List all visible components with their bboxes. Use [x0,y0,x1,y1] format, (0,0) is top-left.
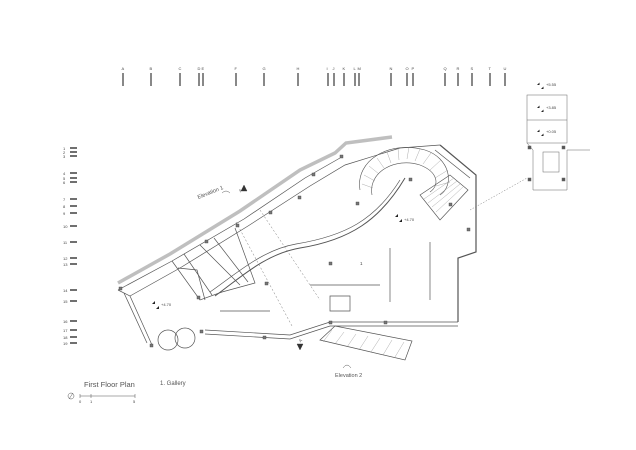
column-label-A: A [121,66,125,71]
column-label-F: F [234,66,237,71]
column-label-I: I [326,66,328,71]
building-outline [117,135,528,361]
column-grid-ticks [122,73,506,86]
scale-label-1: 1 [90,399,93,404]
row-label-5: 5 [63,175,66,181]
level-label-t1: +5.55 [546,82,557,87]
row-label-15: 15 [63,298,68,304]
column-label-L: L [353,66,356,71]
row-label-14: 14 [63,287,68,293]
column-label-M: M [357,66,361,71]
side-section-panel [526,94,590,191]
level-markers [152,82,544,309]
column-label-D: D [197,66,201,71]
row-label-16: 16 [63,318,68,324]
column-markers [118,154,471,348]
scale-label-0: 0 [79,399,82,404]
column-label-C: C [178,66,182,71]
row-label-7: 7 [63,196,66,202]
level-label-t3: +0.05 [546,129,557,134]
room-number: 1 [360,261,363,266]
column-label-G: G [262,66,266,71]
column-label-Q: Q [443,66,447,71]
row-label-10: 10 [63,223,68,229]
row-label-8: 8 [63,203,66,209]
column-label-R: R [456,66,460,71]
row-grid-ticks [70,147,77,344]
scale-bar [79,394,136,398]
north-arrow-icon [67,392,75,400]
row-label-12: 12 [63,255,68,261]
scale-label-5: 5 [133,399,136,404]
row-label-13: 13 [63,261,68,267]
level-label-main: +4.70 [161,302,172,307]
row-label-17: 17 [63,327,68,333]
column-label-T: T [488,66,491,71]
column-label-H: H [296,66,300,71]
row-label-2: 2 [63,149,66,155]
row-label-18: 18 [63,334,68,340]
plan-title: First Floor Plan [84,380,135,389]
column-label-U: U [503,66,507,71]
row-label-11: 11 [63,239,68,245]
section-arrow-marks [221,184,352,369]
row-label-6: 6 [63,179,66,185]
column-label-B: B [149,66,153,71]
column-label-O: O [405,66,409,71]
row-label-4: 4 [63,170,66,176]
column-label-S: S [470,66,474,71]
column-label-E: E [201,66,205,71]
column-label-J: J [332,66,335,71]
column-label-P: P [411,66,415,71]
legend-item-gallery: 1. Gallery [160,381,186,387]
elevation-2-label: Elevation 2 [335,373,363,379]
row-label-3: 3 [63,153,66,159]
level-label-t2: +3.85 [546,105,557,110]
row-label-19: 19 [63,340,68,346]
column-label-N: N [389,66,393,71]
row-label-9: 9 [63,210,66,216]
row-label-1: 1 [63,145,66,151]
column-label-K: K [342,66,346,71]
level-label-side: +4.70 [404,217,415,222]
